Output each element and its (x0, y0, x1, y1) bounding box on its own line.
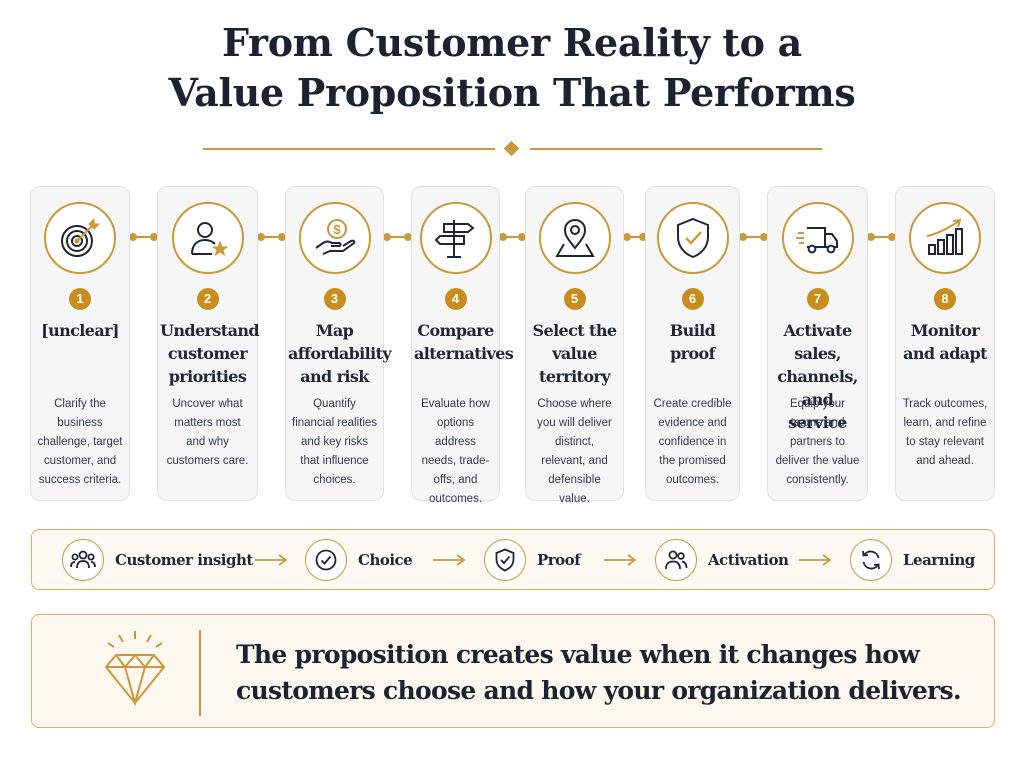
step-number-badge: 8 (934, 288, 956, 310)
step-heading: Understand customer priorities (160, 321, 260, 386)
step-card-4: 4 Compare alternatives Evaluate how opti… (411, 186, 514, 505)
step-card-2: 2 Understand customer priorities Uncover… (157, 186, 260, 501)
shield-check-icon (656, 202, 729, 274)
step-number-badge: 6 (681, 288, 704, 310)
callout-line-2: customers choose and how your organizati… (236, 676, 962, 705)
flow-arrow-icon (433, 554, 466, 566)
step-description: Evaluate how options address needs, trad… (420, 398, 491, 505)
flow-label: Choice (358, 551, 413, 569)
page-title: From Customer Reality to a Value Proposi… (0, 18, 1024, 118)
step-heading: Activate sales, channels, and service (777, 321, 858, 432)
callout-line-1: The proposition creates value when it ch… (236, 640, 920, 669)
step-number-badge: 7 (806, 288, 829, 310)
step-connector (623, 233, 647, 241)
step-card-1: 1 [unclear] Clarify the business challen… (30, 186, 130, 501)
flow-label: Customer insight (115, 551, 253, 569)
key-message-callout: The proposition creates value when it ch… (31, 614, 995, 728)
step-description: Choose where you will deliver distinct, … (537, 398, 612, 505)
step-heading: Map affordability and risk (288, 321, 392, 386)
step-card-7: 7 Activate sales, channels, and service … (767, 186, 868, 501)
step-connector (257, 233, 286, 241)
dollar-hand-icon: $ (298, 202, 371, 274)
team-icon (655, 539, 697, 581)
flow-item-proof: Proof (484, 539, 581, 581)
title-line-1: From Customer Reality to a (222, 20, 802, 65)
step-description: Track outcomes, learn, and refine to sta… (902, 398, 988, 467)
diamond-icon (104, 631, 166, 707)
step-card-6: 6 Build proof Create credible evidence a… (645, 186, 740, 501)
value-flow-bar: Customer insight Choice Proof (31, 529, 995, 590)
growth-chart-icon (909, 202, 981, 274)
step-number-badge: 4 (444, 288, 467, 310)
refresh-cycle-icon (850, 539, 892, 581)
flow-label: Learning (903, 551, 975, 569)
signpost-icon (419, 202, 492, 274)
step-description: Quantify financial realities and key ris… (292, 398, 378, 486)
target-icon (44, 202, 116, 274)
step-card-3: $ 3 Map affordability and risk Quantify … (285, 186, 392, 501)
step-description: Create credible evidence and confidence … (653, 398, 732, 486)
flow-label: Proof (537, 551, 581, 569)
flow-arrow-icon (604, 554, 637, 566)
step-connector (739, 233, 768, 241)
flow-label: Activation (708, 551, 789, 569)
step-connector (383, 233, 412, 241)
step-description: Clarify the business challenge, target c… (37, 398, 123, 486)
step-description: Uncover what matters most and why custom… (166, 398, 249, 467)
title-divider-left (203, 148, 495, 150)
user-star-icon (171, 202, 244, 274)
step-heading: Monitor and adapt (903, 321, 987, 363)
step-description: Equip your teams and partners to deliver… (775, 398, 860, 486)
title-divider-diamond-icon (503, 140, 520, 157)
title-line-2: Value Proposition That Performs (168, 70, 856, 115)
step-number-badge: 1 (69, 288, 91, 310)
step-number-badge: 3 (323, 288, 346, 310)
flow-item-customer-insight: Customer insight (62, 539, 253, 581)
step-connector (867, 233, 896, 241)
map-pin-icon (538, 202, 611, 274)
flow-item-activation: Activation (655, 539, 789, 581)
step-heading: Compare alternatives (414, 321, 514, 363)
flow-arrow-icon (255, 554, 288, 566)
check-circle-icon (305, 539, 347, 581)
people-icon (62, 539, 104, 581)
step-card-8: 8 Monitor and adapt Track outcomes, lear… (895, 186, 995, 501)
title-divider-right (530, 148, 822, 150)
step-card-5: 5 Select the value territory Choose wher… (525, 186, 624, 505)
delivery-truck-icon (781, 202, 854, 274)
step-heading: [unclear] (41, 321, 119, 340)
step-connector (499, 233, 526, 241)
flow-item-choice: Choice (305, 539, 413, 581)
step-connector (129, 233, 158, 241)
step-number-badge: 2 (196, 288, 219, 310)
step-heading: Select the value territory (532, 321, 618, 386)
flow-item-learning: Learning (850, 539, 975, 581)
step-heading: Build proof (669, 321, 716, 363)
shield-check-icon (484, 539, 526, 581)
svg-text:$: $ (333, 222, 341, 237)
step-number-badge: 5 (563, 288, 586, 310)
callout-divider (199, 630, 201, 716)
callout-message: The proposition creates value when it ch… (236, 637, 976, 709)
flow-arrow-icon (799, 554, 832, 566)
